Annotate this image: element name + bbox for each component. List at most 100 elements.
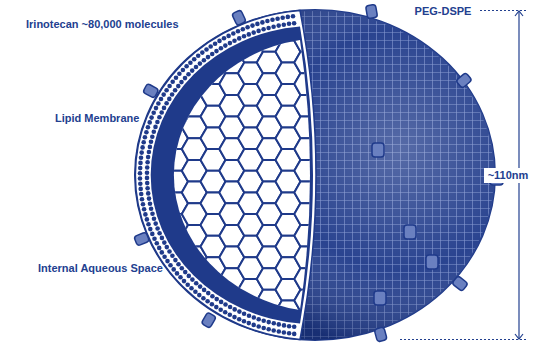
crystal-hexagon [126,192,151,214]
lipid-head [245,25,250,30]
crystal-hexagon [313,322,338,344]
lipid-head [232,307,237,312]
aqueous-label: Internal Aqueous Space [38,262,163,275]
lipid-head [213,41,218,46]
lipid-head [159,110,164,115]
lipid-head [181,68,186,73]
crystal-hexagon [257,312,282,334]
crystal-hexagon [351,301,376,323]
crystal-hexagon [144,95,169,117]
lipid-head [156,101,161,106]
lipid-head [190,277,195,282]
crystal-hexagon [332,312,357,334]
crystal-hexagon [369,138,394,160]
lipid-head [150,135,155,140]
lipid-head [232,315,237,320]
lipid-head [292,332,297,337]
lipid-head [165,259,170,264]
lipid-head [292,325,297,330]
lipid-head [149,206,154,211]
crystal-hexagon [351,171,376,193]
crystal-hexagon [351,41,376,63]
lipid-head [277,322,282,327]
crystal-hexagon [238,301,263,323]
lipid-head [202,288,207,293]
lipid-head [138,161,143,166]
lipid-head [270,18,275,23]
lipid-head [256,324,261,329]
crystal-hexagon [351,236,376,258]
lipid-head [217,39,222,44]
lipid-head [232,38,237,43]
lipid-head [226,34,231,39]
crystal-hexagon [257,333,282,344]
lipid-head [151,111,156,116]
lipid-head [277,329,282,334]
crystal-hexagon [126,127,151,149]
lipid-head [247,313,252,318]
lipid-head [200,50,205,55]
crystal-hexagon [294,95,319,117]
crystal-hexagon [313,171,338,193]
crystal-hexagon [126,322,151,344]
crystal-hexagon [369,95,394,117]
lipid-head [148,227,153,232]
crystal-hexagon [313,63,338,85]
lipid-head [146,125,151,130]
crystal-hexagon [144,333,169,344]
lipid-head [280,15,285,20]
crystal-hexagon [351,279,376,301]
crystal-hexagon [294,290,319,312]
crystal-hexagon [332,117,357,139]
lipid-head [287,331,292,336]
lipid-head [150,212,155,217]
crystal-hexagon [163,322,188,344]
lipid-head [214,305,219,310]
lipid-head [143,212,148,217]
lipid-head [139,155,144,160]
lipid-head [145,181,150,186]
crystal-hexagon [126,301,151,323]
lipid-head [206,55,211,60]
lipid-head [145,217,150,222]
lipid-head [282,323,287,328]
lipid-head [275,16,280,21]
lipid-head [170,254,175,259]
irinotecan-crystals [126,0,395,344]
lipid-head [286,15,291,20]
crystal-hexagon [332,247,357,269]
crystal-hexagon [313,149,338,171]
lipid-head [171,267,176,272]
liposome-surface [135,10,495,340]
lipid-head [141,140,146,145]
crystal-hexagon [313,214,338,236]
lipid-head [210,52,215,57]
lipid-head [182,279,187,284]
lipid-head [223,310,228,315]
lipid-head [210,302,215,307]
lipid-head [145,170,150,175]
lipid-head [178,275,183,280]
crystal-hexagon [126,63,151,85]
crystal-hexagon [313,192,338,214]
crystal-hexagon [219,290,244,312]
lipid-head [222,36,227,41]
aqueous-core [151,27,313,324]
peg-label: PEG-DSPE [408,4,478,19]
lipid-head [167,249,172,254]
crystal-hexagon [257,8,282,30]
crystal-hexagon [332,203,357,225]
lipid-head [142,207,147,212]
lipid-head [194,65,199,70]
lipid-head [148,201,153,206]
lipid-head [237,317,242,322]
crystal-hexagon [163,301,188,323]
lipid-head [149,140,154,145]
lipid-head [152,236,157,241]
crystal-hexagon [201,19,226,41]
crystal-hexagon [182,290,207,312]
lipid-head [148,145,153,150]
lipid-head [173,88,178,93]
crystal-hexagon [332,138,357,160]
